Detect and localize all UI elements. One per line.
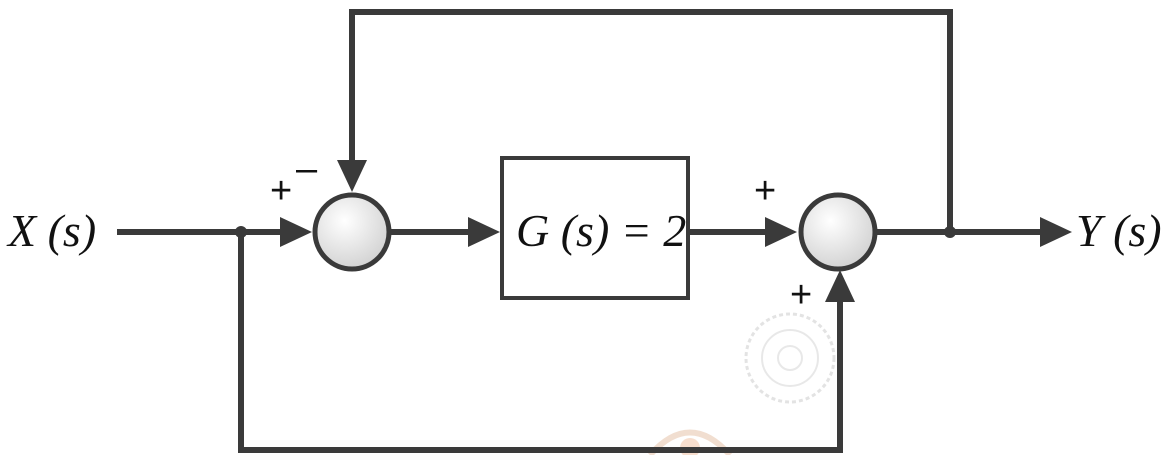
sum1-minus-sign: – bbox=[296, 148, 318, 190]
transfer-function-block bbox=[500, 156, 690, 300]
feedforward-path bbox=[238, 232, 843, 453]
sum2-plus-sign-left: + bbox=[754, 170, 777, 212]
input-signal-label: X (s) bbox=[8, 205, 97, 256]
institute-seal-watermark bbox=[744, 312, 836, 404]
sum2-bottom-arrowhead bbox=[825, 270, 855, 302]
sum2-left-arrowhead bbox=[765, 217, 797, 247]
summing-junction-2 bbox=[798, 192, 878, 272]
block-input-arrowhead bbox=[468, 217, 500, 247]
sum1-input-arrowhead bbox=[280, 217, 312, 247]
sum2-plus-sign-bottom: + bbox=[790, 274, 813, 316]
output-signal-label: Y (s) bbox=[1076, 205, 1162, 256]
block-transfer-function-label: G (s) = 2 bbox=[516, 205, 687, 256]
summing-junction-1 bbox=[312, 192, 392, 272]
feedback-path bbox=[349, 9, 953, 232]
sum1-top-arrowhead bbox=[337, 160, 367, 192]
output-arrowhead bbox=[1040, 217, 1072, 247]
sum1-plus-sign: + bbox=[270, 170, 293, 212]
